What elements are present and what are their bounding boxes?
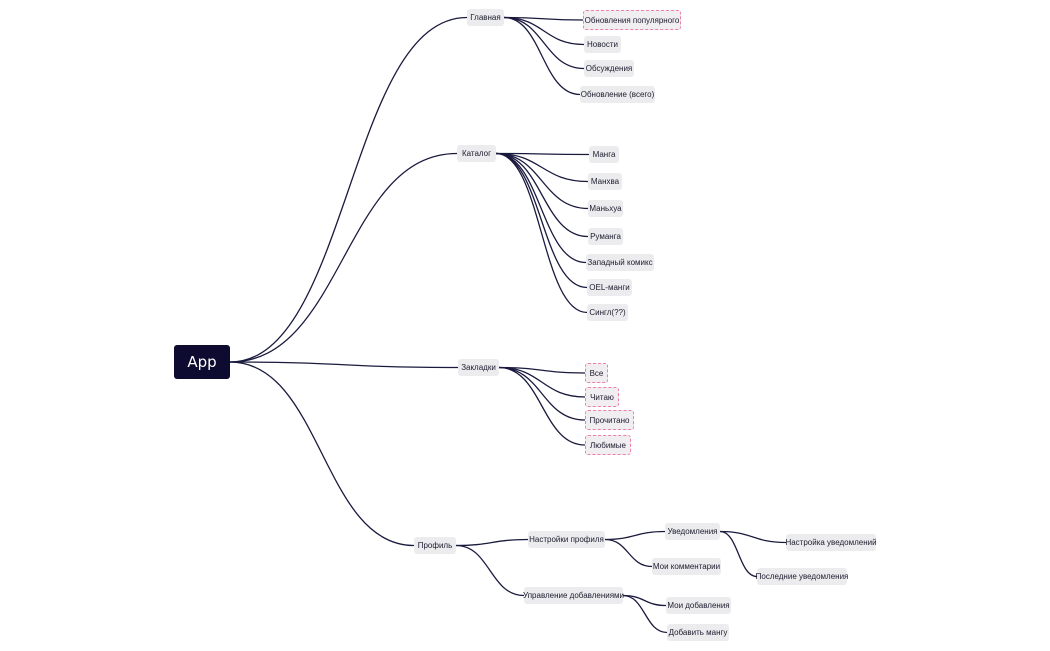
connector-node-zakladki-to-node-prochitano xyxy=(498,366,586,421)
connector-node-glavnaya-to-node-obnovleniya-populyarnogo xyxy=(503,16,584,21)
node-obnovleniya-populyarnogo[interactable]: Обновления популярного xyxy=(583,10,681,30)
node-chitayu[interactable]: Читаю xyxy=(585,387,619,407)
connector-node-upravlenie-dobavleniyami-to-node-dobavit-mangu xyxy=(622,594,668,634)
node-lyubimye[interactable]: Любимые xyxy=(585,435,631,455)
connector-node-zakladki-to-node-lyubimye xyxy=(498,366,586,446)
node-vse[interactable]: Все xyxy=(585,363,608,383)
node-manga[interactable]: Манга xyxy=(589,146,619,163)
connector-root-node-to-node-profil xyxy=(229,361,415,547)
root-node[interactable]: App xyxy=(174,345,230,379)
node-uvedomleniya[interactable]: Уведомления xyxy=(665,523,720,540)
connector-node-katalog-to-node-oel-mangi xyxy=(495,152,588,289)
node-obnovlenie-vsego[interactable]: Обновление (всего) xyxy=(580,86,655,103)
connector-root-node-to-node-katalog xyxy=(229,152,458,363)
node-manhua[interactable]: Маньхуа xyxy=(588,200,623,217)
node-upravlenie-dobavleniyami[interactable]: Управление добавлениями xyxy=(523,587,624,604)
connector-node-zakladki-to-node-chitayu xyxy=(498,366,586,398)
connector-root-node-to-node-glavnaya xyxy=(229,16,468,363)
node-oel-mangi[interactable]: OEL-манги xyxy=(587,279,632,296)
node-obsuzhdeniya[interactable]: Обсуждения xyxy=(584,60,634,77)
connector-node-nastroyki-profilya-to-node-moi-kommentarii xyxy=(604,538,653,568)
node-nastroyka-uvedomleniy[interactable]: Настройка уведомлений xyxy=(785,534,877,551)
node-rumanga[interactable]: Руманга xyxy=(588,228,623,245)
connector-node-katalog-to-node-manga xyxy=(495,152,590,156)
connector-node-uvedomleniya-to-node-nastroyka-uvedomleniy xyxy=(719,530,787,544)
connector-node-nastroyki-profilya-to-node-uvedomleniya xyxy=(604,530,666,541)
node-nastroyki-profilya[interactable]: Настройки профиля xyxy=(528,531,605,548)
connector-node-glavnaya-to-node-obnovlenie-vsego xyxy=(503,16,581,96)
connector-node-zakladki-to-node-vse xyxy=(498,366,586,374)
node-singl[interactable]: Сингл(??) xyxy=(587,304,628,321)
node-zakladki[interactable]: Закладки xyxy=(458,359,499,376)
connector-node-katalog-to-node-rumanga xyxy=(495,152,589,238)
connector-node-uvedomleniya-to-node-poslednie-uvedomleniya xyxy=(719,530,758,578)
connector-root-node-to-node-zakladki xyxy=(229,361,459,369)
node-moi-kommentarii[interactable]: Мои комментарии xyxy=(652,558,721,575)
node-zapadny-komiks[interactable]: Западный комикс xyxy=(586,254,654,271)
node-manhva[interactable]: Манхва xyxy=(588,173,622,190)
connector-node-katalog-to-node-singl xyxy=(495,152,588,314)
node-glavnaya[interactable]: Главная xyxy=(467,9,504,26)
node-katalog[interactable]: Каталог xyxy=(457,145,496,162)
node-moi-dobavleniya[interactable]: Мои добавления xyxy=(666,597,731,614)
connector-node-katalog-to-node-manhva xyxy=(495,152,589,183)
node-poslednie-uvedomleniya[interactable]: Последние уведомления xyxy=(756,568,848,585)
node-profil[interactable]: Профиль xyxy=(414,537,456,554)
connector-node-profil-to-node-upravlenie-dobavleniyami xyxy=(455,544,525,597)
connector-node-katalog-to-node-manhua xyxy=(495,152,589,210)
connector-node-glavnaya-to-node-novosti xyxy=(503,16,585,46)
connector-node-profil-to-node-nastroyki-profilya xyxy=(455,538,529,547)
node-novosti[interactable]: Новости xyxy=(584,36,621,53)
node-dobavit-mangu[interactable]: Добавить мангу xyxy=(667,624,729,641)
node-prochitano[interactable]: Прочитано xyxy=(585,410,634,430)
connector-node-glavnaya-to-node-obsuzhdeniya xyxy=(503,16,585,70)
connector-node-katalog-to-node-zapadny-komiks xyxy=(495,152,587,264)
